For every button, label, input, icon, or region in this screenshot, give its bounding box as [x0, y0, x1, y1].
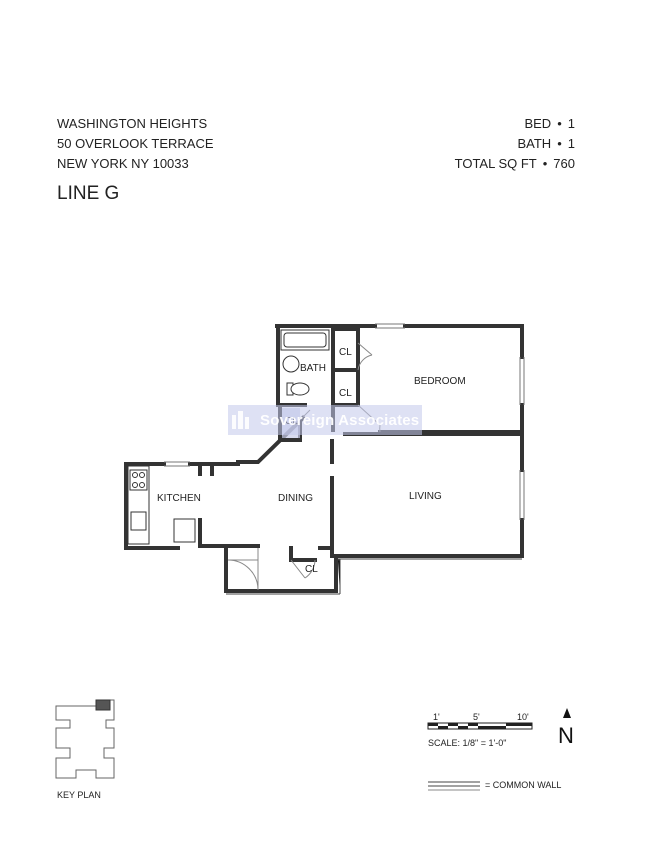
key-plan — [55, 699, 115, 779]
room-label-bath: BATH — [300, 363, 326, 374]
room-label-dining: DINING — [278, 493, 313, 504]
bath-sink — [282, 355, 300, 373]
neighborhood: WASHINGTON HEIGHTS — [57, 116, 208, 131]
burner — [139, 472, 145, 478]
address-block: WASHINGTON HEIGHTS 50 OVERLOOK TERRACE N… — [57, 114, 214, 174]
entry-door — [227, 548, 259, 591]
scale-bar-segment — [428, 723, 438, 726]
scale-bar-segment — [458, 726, 468, 729]
common-wall-label: = COMMON WALL — [485, 780, 561, 790]
window-living-east — [519, 470, 525, 520]
burner — [132, 472, 138, 478]
burner — [139, 482, 145, 488]
scale-label-5: 5' — [473, 712, 480, 722]
bed-value: 1 — [567, 116, 575, 131]
scale-label-1: 1' — [433, 712, 440, 722]
separator-dot: • — [557, 116, 562, 131]
bath-label: BATH — [517, 136, 552, 151]
windows — [164, 323, 525, 520]
scale-bar — [427, 722, 533, 730]
building-logo-icon — [232, 411, 249, 429]
city-address: NEW YORK NY 10033 — [57, 156, 189, 171]
entry-walls — [224, 546, 338, 593]
common-wall-legend — [428, 781, 480, 791]
scale-bar-segment — [438, 726, 448, 729]
key-plan-highlight — [95, 699, 111, 711]
north-label: N — [558, 723, 574, 748]
sqft-value: 760 — [553, 156, 575, 171]
bed-stat: BED • 1 — [455, 114, 575, 134]
bath-fixtures — [280, 329, 330, 396]
separator-dot: • — [557, 136, 562, 151]
unit-stats: BED • 1 BATH • 1 TOTAL SQ FT • 760 — [455, 114, 575, 174]
burner — [132, 482, 138, 488]
kitchen-sink — [130, 511, 147, 531]
room-label-living: LIVING — [409, 491, 442, 502]
room-label-closet: CL — [339, 388, 352, 399]
north-arrow-icon — [563, 708, 571, 718]
kitchen-fixtures — [127, 465, 196, 545]
stove — [129, 469, 148, 491]
room-label-kitchen: KITCHEN — [157, 493, 201, 504]
common-wall-south — [226, 559, 341, 595]
window-bedroom-east — [519, 357, 525, 405]
sqft-stat: TOTAL SQ FT • 760 — [455, 154, 575, 174]
bath-value: 1 — [567, 136, 575, 151]
bathtub-inner — [283, 332, 327, 348]
scale-bar-segment — [506, 723, 532, 726]
common-walls — [226, 558, 522, 595]
scale-bar-segment — [448, 723, 458, 726]
separator-dot: • — [542, 156, 548, 171]
watermark-text: Sovereign Associates — [260, 411, 420, 429]
bath-stat: BATH • 1 — [455, 134, 575, 154]
room-label-closet: CL — [339, 347, 352, 358]
line-title: LINE G — [57, 183, 120, 204]
key-plan-label: KEY PLAN — [57, 790, 101, 800]
scale-bar-segment — [478, 726, 506, 729]
watermark: Sovereign Associates — [228, 405, 422, 435]
refrigerator — [173, 518, 196, 543]
scale-label-10: 10' — [517, 712, 529, 722]
entry-closet-walls — [289, 546, 334, 562]
key-plan-shape — [55, 699, 115, 779]
bed-label: BED — [524, 116, 552, 131]
toilet-bowl — [290, 382, 310, 396]
street-address: 50 OVERLOOK TERRACE — [57, 136, 214, 151]
room-label-bedroom: BEDROOM — [414, 376, 466, 387]
window-kitchen-north — [164, 461, 190, 467]
kitchen-stub-walls — [198, 462, 260, 548]
upper-outer-wall — [275, 324, 524, 436]
scale-bar-segment — [468, 723, 478, 726]
room-label-closet: CL — [305, 564, 318, 575]
window-bedroom-north — [375, 323, 405, 329]
entry-closet-door — [290, 559, 316, 579]
closet-door-upper — [357, 342, 373, 371]
sqft-label: TOTAL SQ FT — [454, 156, 537, 171]
scale-text: SCALE: 1/8" = 1'-0" — [428, 738, 506, 748]
